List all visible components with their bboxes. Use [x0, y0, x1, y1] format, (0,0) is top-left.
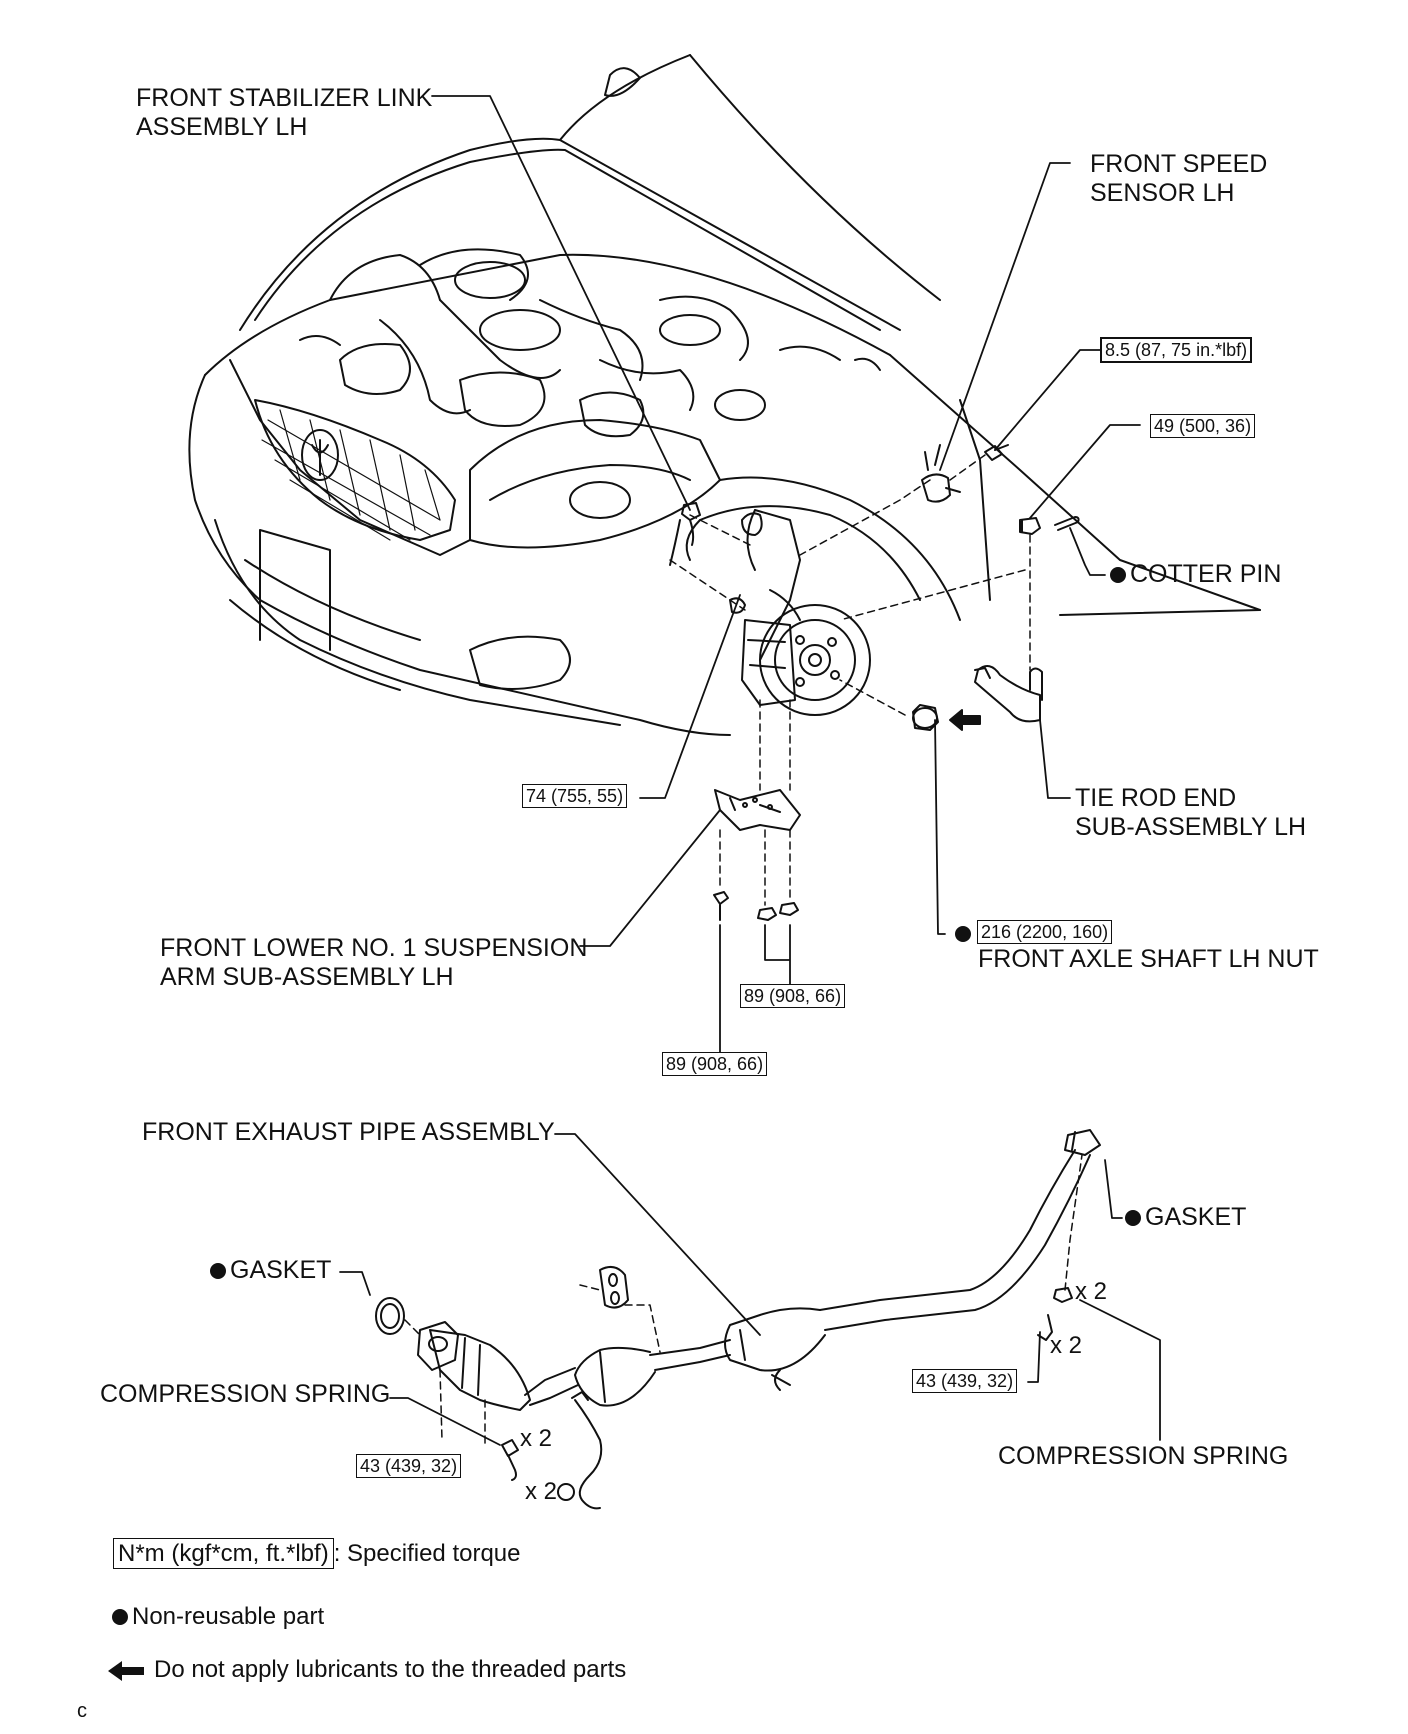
legend-specified-torque: N*m (kgf*cm, ft.*lbf): Specified torque	[113, 1538, 521, 1569]
exhaust-pipe-drawing	[375, 1129, 1101, 1510]
label-line-2: ARM SUB-ASSEMBLY LH	[160, 963, 454, 991]
non-reusable-dot-icon	[1110, 567, 1126, 583]
car-body-drawing	[188, 54, 1261, 736]
legend-no-lubricant: Do not apply lubricants to the threaded …	[108, 1656, 626, 1684]
torque-stabilizer-nut: 74 (755, 55)	[522, 784, 628, 808]
legend-nonreusable-text: Non-reusable part	[132, 1603, 325, 1630]
label-line-1: FRONT LOWER NO. 1 SUSPENSION	[160, 934, 588, 962]
knuckle-brake-drawing	[729, 509, 871, 716]
label-front-stabilizer-link: FRONT STABILIZER LINK ASSEMBLY LH	[136, 84, 432, 142]
legend-non-reusable: Non-reusable part	[112, 1603, 324, 1631]
torque-tie-rod-nut: 49 (500, 36)	[1150, 414, 1256, 438]
qty-right-bolt: x 2	[1050, 1332, 1083, 1359]
label-line-2: SENSOR LH	[1090, 179, 1235, 207]
label-gasket-left: GASKET	[210, 1256, 331, 1285]
label-line-1: TIE ROD END	[1075, 784, 1237, 812]
torque-arm-bolt: 89 (908, 66)	[662, 1052, 768, 1076]
label-line-1: FRONT SPEED	[1090, 150, 1268, 178]
gasket-right-text: GASKET	[1145, 1203, 1247, 1231]
qty-left-bolt: x 2	[525, 1478, 558, 1505]
label-compression-spring-left: COMPRESSION SPRING	[100, 1380, 391, 1408]
label-front-exhaust-pipe: FRONT EXHAUST PIPE ASSEMBLY	[142, 1118, 555, 1146]
torque-speed-sensor-bolt: 8.5 (87, 75 in.*lbf)	[1100, 337, 1253, 363]
torque-exhaust-right: 43 (439, 32)	[912, 1369, 1018, 1393]
torque-axle-nut: 216 (2200, 160)	[977, 920, 1113, 944]
torque-arm-nuts: 89 (908, 66)	[740, 984, 846, 1008]
label-front-speed-sensor: FRONT SPEED SENSOR LH	[1090, 150, 1267, 208]
label-tie-rod-end: TIE ROD END SUB-ASSEMBLY LH	[1075, 784, 1306, 842]
cotter-pin-text: COTTER PIN	[1130, 560, 1282, 588]
label-gasket-right: GASKET	[1125, 1203, 1246, 1232]
arrow-left-icon	[108, 1660, 144, 1681]
label-line-2: SUB-ASSEMBLY LH	[1075, 813, 1307, 841]
gasket-left-text: GASKET	[230, 1256, 332, 1284]
label-compression-spring-right: COMPRESSION SPRING	[998, 1442, 1289, 1470]
label-front-lower-arm: FRONT LOWER NO. 1 SUSPENSION ARM SUB-ASS…	[160, 934, 587, 992]
torque-exhaust-left: 43 (439, 32)	[356, 1454, 462, 1478]
non-reusable-dot-icon	[955, 926, 971, 942]
qty-right-spring: x 2	[1075, 1278, 1108, 1305]
assembly-dashed-lines	[404, 454, 1083, 1446]
non-reusable-dot-icon	[210, 1263, 226, 1279]
qty-left-spring: x 2	[520, 1425, 553, 1452]
legend-lubricant-text: Do not apply lubricants to the threaded …	[154, 1656, 627, 1683]
label-line-1: FRONT STABILIZER LINK	[136, 84, 433, 112]
label-front-axle-shaft-nut: FRONT AXLE SHAFT LH NUT	[978, 945, 1319, 973]
non-reusable-dot-icon	[112, 1609, 128, 1625]
corner-mark: c	[77, 1700, 87, 1722]
label-cotter-pin: COTTER PIN	[1110, 560, 1281, 589]
legend-torque-box: N*m (kgf*cm, ft.*lbf)	[113, 1538, 334, 1569]
small-parts-drawing	[669, 444, 1080, 921]
leader-lines	[339, 95, 1161, 1446]
legend-torque-text: : Specified torque	[333, 1540, 521, 1567]
label-line-2: ASSEMBLY LH	[136, 113, 308, 141]
non-reusable-dot-icon	[1125, 1210, 1141, 1226]
